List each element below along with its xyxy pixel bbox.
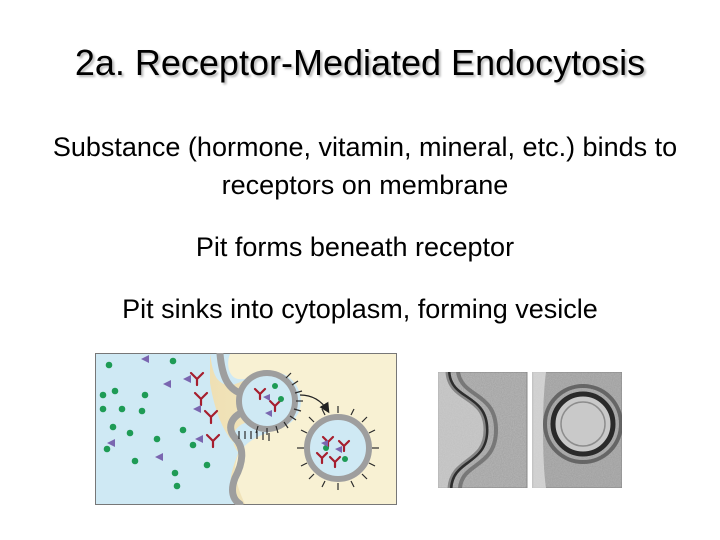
receptor: [315, 451, 329, 465]
plasma-membrane: [216, 353, 254, 505]
receptor: [189, 371, 205, 387]
lower-pit-coat: [238, 431, 270, 441]
pit-coat: [255, 372, 303, 435]
ligand-triangles: [107, 355, 342, 461]
forming-pit: [236, 370, 303, 435]
receptor: [205, 433, 221, 449]
bullet-pit-sinks: Pit sinks into cytoplasm, forming vesicl…: [122, 294, 598, 324]
receptor: [328, 455, 342, 469]
receptor: [193, 391, 209, 407]
micrograph-pit: [438, 372, 528, 488]
receptor: [253, 387, 267, 401]
micrograph-vesicle: [532, 372, 622, 488]
receptor: [203, 409, 219, 425]
endocytosis-diagram: [95, 353, 397, 505]
receptor: [337, 439, 351, 453]
vesicle-coat: [297, 406, 379, 490]
bullet-pit-forms: Pit forms beneath receptor: [195, 232, 515, 262]
receptor: [268, 399, 282, 413]
electron-micrograph: [438, 372, 622, 488]
ligand-dots: [99, 357, 348, 490]
slide-title: 2a. Receptor-Mediated Endocytosis: [74, 42, 646, 83]
movement-arrow: [299, 394, 330, 414]
bullet-substance-binds: Substance (hormone, vitamin, mineral, et…: [52, 132, 678, 200]
